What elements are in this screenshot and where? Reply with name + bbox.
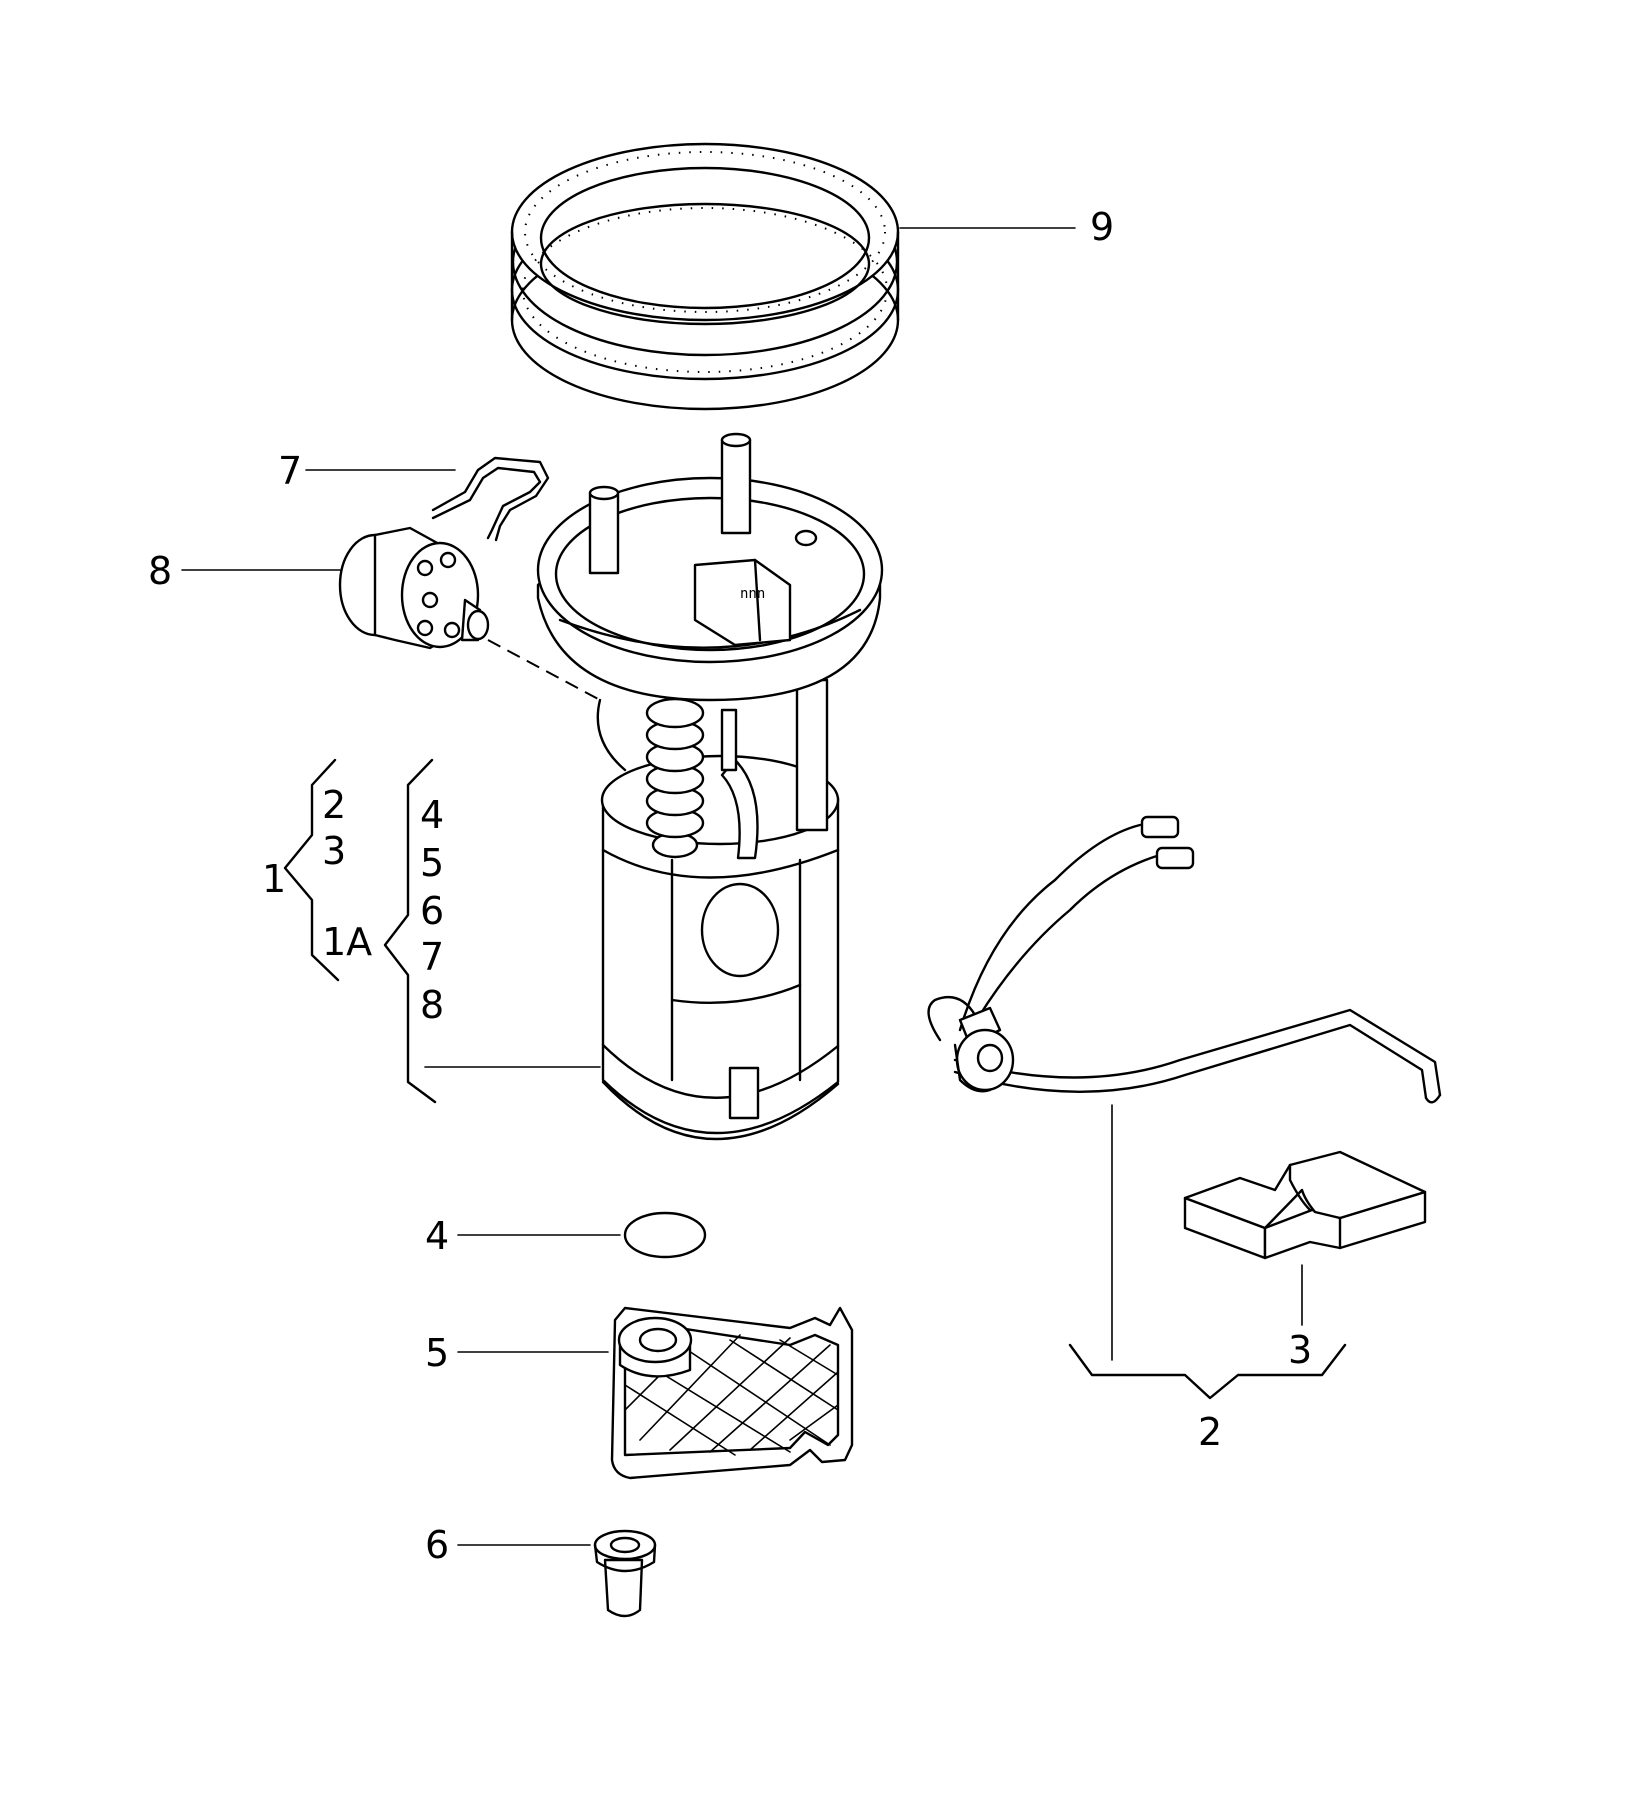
leader-8: 8: [148, 549, 341, 593]
gasket-part-4: [623, 1211, 707, 1259]
sub-1a-item-3: 7: [420, 935, 444, 979]
sender-wire-part-2: [927, 815, 1442, 1104]
sub-1a-item-1: 5: [420, 841, 444, 885]
label-1a: 1A: [322, 920, 372, 964]
sleeve-part-6: [593, 1529, 657, 1618]
callout-2: 2: [1198, 1410, 1222, 1454]
leader-9: 9: [899, 205, 1114, 249]
callout-4: 4: [425, 1214, 449, 1258]
connector-pins: nnn: [740, 586, 765, 602]
sub-1-item-1: 3: [322, 829, 346, 873]
callout-7: 7: [278, 449, 302, 493]
retaining-clip-part-7: [431, 456, 550, 542]
leader-4: 4: [425, 1214, 621, 1258]
pressure-regulator-part-8: [338, 526, 490, 650]
sub-1a-item-0: 4: [420, 793, 444, 837]
leader-6: 6: [425, 1523, 591, 1567]
callout-8: 8: [148, 549, 172, 593]
callout-5: 5: [425, 1331, 449, 1375]
sub-1-item-0: 2: [322, 783, 346, 827]
filter-screen-part-5: [610, 1306, 854, 1480]
group-bracket-2: 3 2: [1068, 1104, 1347, 1454]
leader-7: 7: [278, 449, 456, 493]
sub-1a-item-4: 8: [420, 983, 444, 1027]
contact-block-part-3: [1183, 1150, 1427, 1260]
callout-6: 6: [425, 1523, 449, 1567]
callout-3: 3: [1288, 1328, 1312, 1372]
fuel-pump-module-part-1a: nnn: [536, 432, 884, 1141]
sub-1a-item-2: 6: [420, 889, 444, 933]
callout-9: 9: [1090, 205, 1114, 249]
wire-terminals: [1140, 815, 1195, 870]
bracket-group: 1 2 3 1A 4 5 6 7 8: [262, 758, 444, 1104]
corrugated-hose: [645, 697, 705, 859]
seal-ring-part-9: [510, 142, 900, 411]
label-1: 1: [262, 857, 286, 901]
leader-5: 5: [425, 1331, 609, 1375]
